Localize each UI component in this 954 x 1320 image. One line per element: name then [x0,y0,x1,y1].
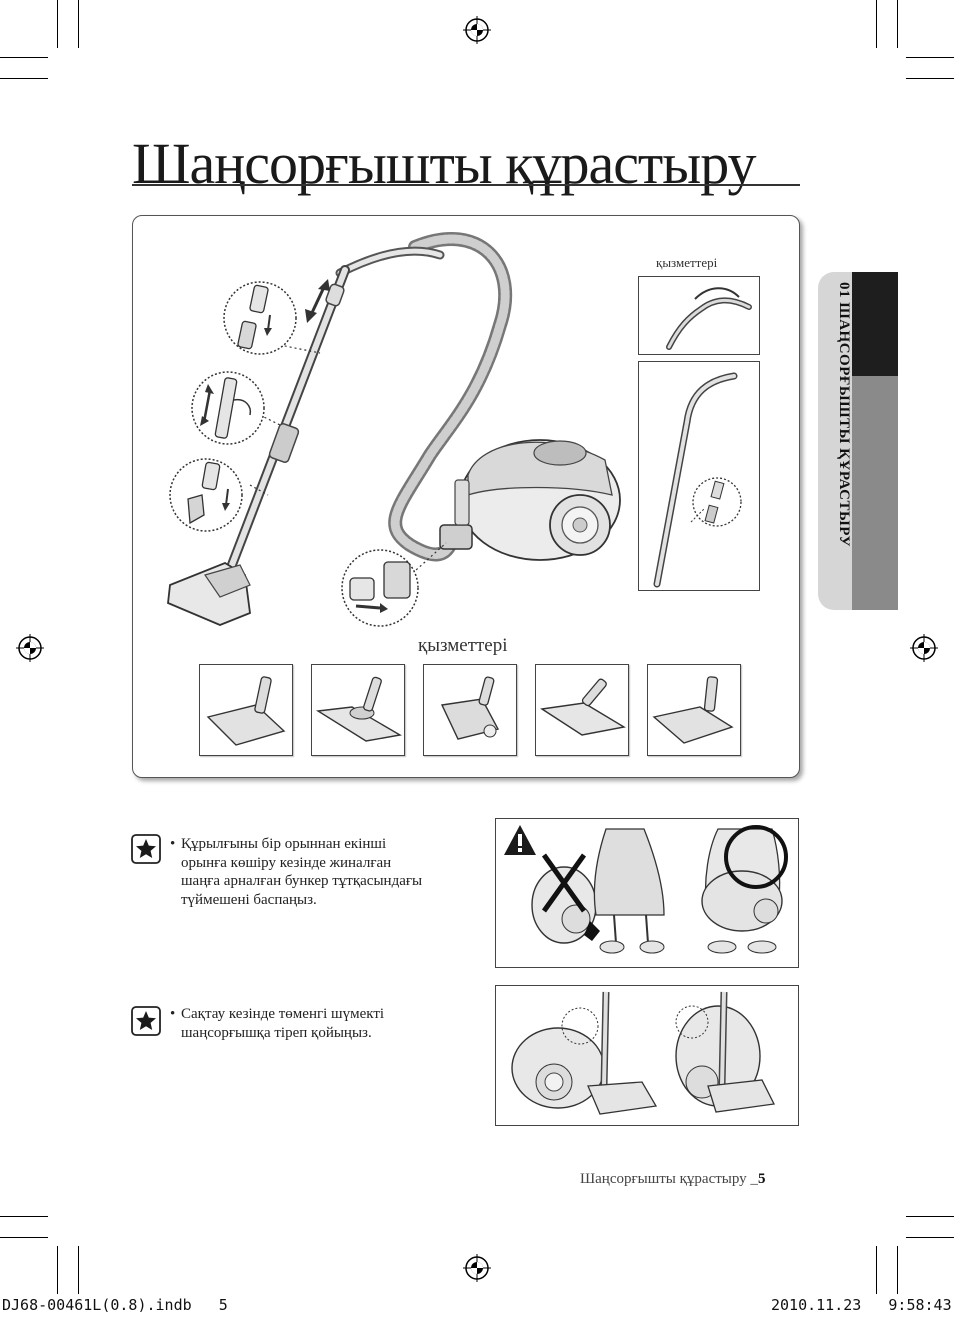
note-line: шаңға арналған бункер тұтқасындағы [181,873,423,889]
page-footer: Шаңсорғышты құрастыру _5 [580,1171,765,1188]
page-number: 5 [757,1171,766,1187]
crop-mark [78,0,79,48]
note-text-1: • Құрылғыны бір орыннан екінші орынға кө… [170,835,481,909]
crop-mark [876,1246,877,1294]
print-slug-timestamp: 2010.11.23 9:58:43 [771,1296,952,1314]
registration-mark-icon [910,634,938,662]
crop-mark [906,1237,954,1238]
footer-label: Шаңсорғышты құрастыру _ [580,1171,758,1187]
hose-body-detail [341,549,419,627]
registration-mark-icon [16,634,44,662]
star-note-icon [131,834,161,864]
crop-mark [897,1246,898,1294]
accessory-tile-floor-brush [199,664,293,756]
chapter-tab-label: 01 ШАҢСОРҒЫШТЫ ҚҰРАСТЫРУ [836,282,852,548]
page-title: Шаңсорғышты құрастыру [132,131,756,196]
crop-mark [906,78,954,79]
accessory-tile-combination-brush [647,664,741,756]
accessory-tile-parquet-brush [535,664,629,756]
note-line: Сақтау кезінде төменгі шүмекті [181,1006,385,1022]
crop-mark [57,1246,58,1294]
registration-mark-icon [463,16,491,44]
note-line: түймешені баспаңыз. [181,891,317,908]
chapter-tab-light [852,376,898,610]
note-text-2: • Сақтау кезінде төменгі шүмекті шаңсорғ… [170,1005,481,1042]
registration-mark-icon [463,1254,491,1282]
carry-warning-illustration [495,818,799,968]
note-line: шаңсорғышқа тіреп қойыңыз. [181,1024,372,1041]
chapter-tab-ribbon [818,272,858,610]
crop-mark [57,0,58,48]
accessory-tile-flat-brush [311,664,405,756]
accessory-tile-turbo-brush [423,664,517,756]
vacuum-assembly-illustration [167,232,621,626]
storage-illustration [495,985,799,1126]
accessory-image-extended-pipe [638,361,760,591]
accessory-image-crevice [638,276,760,355]
crop-mark [0,78,48,79]
crop-mark [0,1216,48,1217]
bullet: • [170,1006,176,1022]
crop-mark [906,57,954,58]
crop-mark [78,1246,79,1294]
crop-mark [906,1216,954,1217]
star-note-icon [131,1006,161,1036]
note-line: орынға көшіру кезінде жиналған [181,854,392,871]
pipe-connection-detail [223,281,297,355]
crop-mark [897,0,898,48]
print-slug-file: DJ68-00461L(0.8).indb 5 [2,1296,228,1314]
accessory-label-top: қызметтері [656,255,718,270]
crop-mark [0,57,48,58]
hose-pipe-detail [169,458,243,532]
accessory-label-bottom: қызметтері [418,635,508,656]
note-line: Құрылғыны бір орыннан екінші [181,836,387,852]
telescopic-adjust-detail [191,371,265,445]
crop-mark [0,1237,48,1238]
bullet: • [170,836,176,852]
chapter-tab-dark [852,272,898,376]
title-underline [132,184,800,186]
crop-mark [876,0,877,48]
